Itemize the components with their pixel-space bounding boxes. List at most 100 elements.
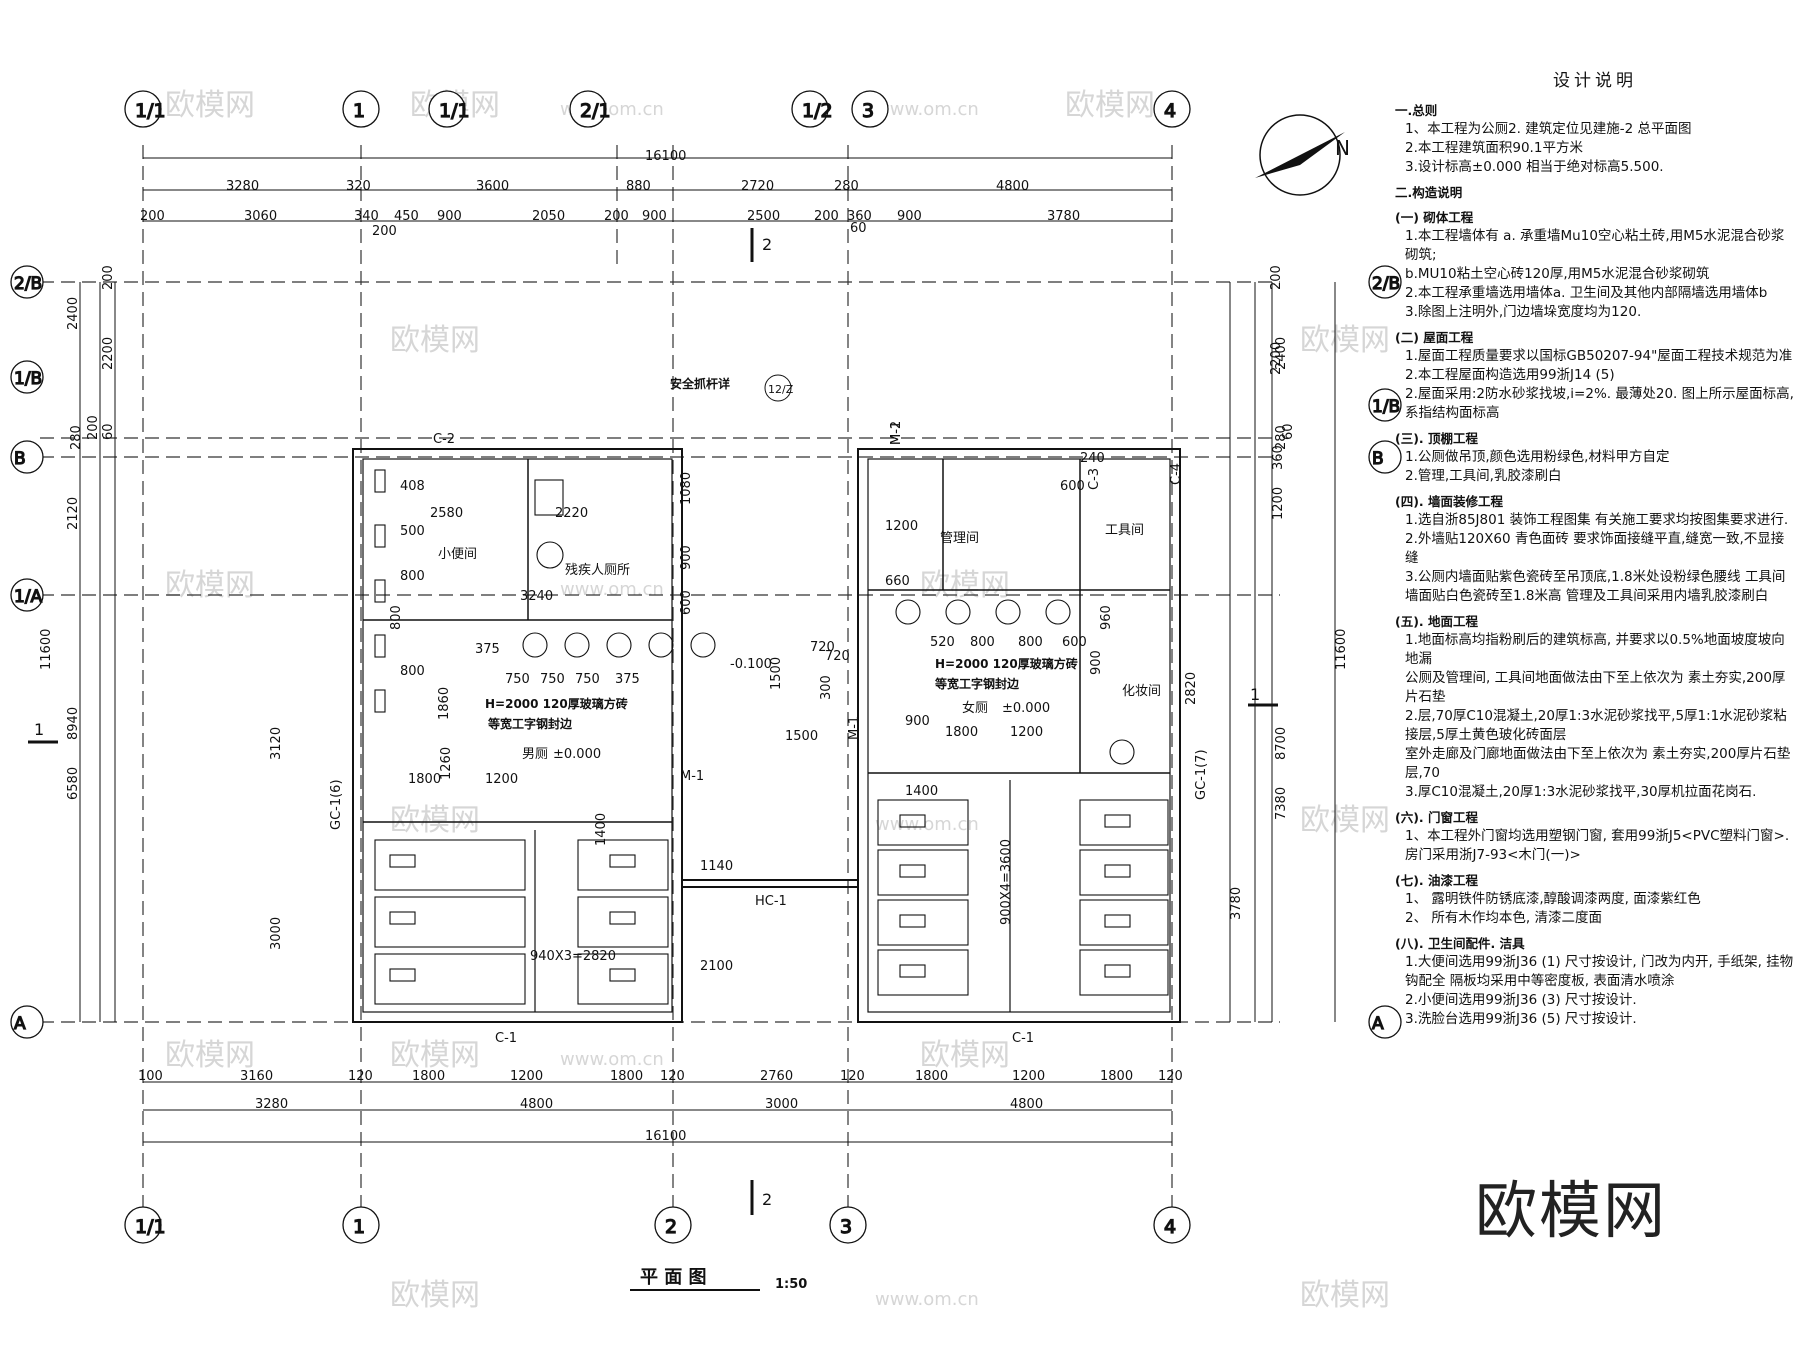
dim-bottom-row1: 1800 <box>1100 1069 1133 1084</box>
wash-basin <box>606 632 632 658</box>
axis-bubble-right: 2/B <box>1368 265 1402 299</box>
dim-top-row2: 360 <box>847 209 872 224</box>
dim-interior: 900X4=3600 <box>999 839 1014 925</box>
notes-item: 1.本工程墙体有 a. 承重墙Mu10空心粘土砖,用M5水泥混合砂浆砌筑; <box>1405 228 1785 263</box>
dim-interior: 3240 <box>520 589 553 604</box>
dim-top-row1: 280 <box>834 179 859 194</box>
dim-interior: 375 <box>615 672 640 687</box>
notes-section-heading: (五). 地面工程 <box>1395 614 1479 629</box>
dim-bottom-row1: 120 <box>840 1069 865 1084</box>
dim-left-mid: 2400 <box>66 297 81 330</box>
toilet-stall <box>374 953 526 1005</box>
accessible-basin <box>536 541 564 569</box>
axis-bubble-top: 1/1 <box>124 90 166 128</box>
dim-interior: 960 <box>1099 605 1114 630</box>
axis-bubble-left: 1/B <box>10 360 44 394</box>
room-label: 男厕 <box>522 747 548 762</box>
dim-interior: 900 <box>905 714 930 729</box>
axis-bubble-top: 1/2 <box>791 90 833 128</box>
dim-left-inner: 200 <box>101 265 116 290</box>
wash-basin <box>945 599 971 625</box>
dim-interior: 2220 <box>555 506 588 521</box>
door-window-label: C-2 <box>433 432 455 447</box>
notes-item: 1、本工程为公厕2. 建筑定位见建施-2 总平面图 <box>1405 121 1692 137</box>
accessible-toilet <box>534 479 564 516</box>
axis-bubble-label: 1/2 <box>802 100 833 122</box>
notes-section-heading: (六). 门窗工程 <box>1395 810 1479 825</box>
urinal <box>374 634 386 658</box>
watermark: 欧模网 <box>1300 323 1390 358</box>
door-window-label: M-1 <box>889 421 904 445</box>
dim-right-inner: 2200 <box>1269 342 1284 375</box>
squat-pan <box>389 854 416 868</box>
dim-right-outer: 11600 <box>1334 629 1349 670</box>
svg-text:1: 1 <box>34 720 44 739</box>
dim-interior: 800 <box>1018 635 1043 650</box>
notes-item: 2.外墙贴120X60 青色面砖 要求饰面接缝平直,缝宽一致,不显接缝 <box>1405 531 1785 566</box>
notes-section-heading: (二) 屋面工程 <box>1395 330 1474 345</box>
dim-left-inner: 280 <box>69 425 84 450</box>
detail-ref-label: 12/Z <box>768 383 794 396</box>
dim-interior: 720 <box>825 649 850 664</box>
dim-right-mid: 7380 <box>1274 787 1289 820</box>
door-window-label: GC-1(6) <box>329 779 344 830</box>
dim-right-mid: 8700 <box>1274 727 1289 760</box>
axis-bubble-right: 1/B <box>1368 388 1402 422</box>
squat-pan <box>899 964 926 978</box>
dim-bottom-row2: 4800 <box>520 1097 553 1112</box>
door-window-label: C-1 <box>495 1031 517 1046</box>
dim-bottom-row1: 120 <box>1158 1069 1183 1084</box>
squat-pan <box>609 911 636 925</box>
squat-pan <box>1104 964 1131 978</box>
notes-item: 1、本工程外门窗均选用塑钢门窗, 套用99浙J5<PVC塑料门窗>. 房门采用浙… <box>1405 828 1790 863</box>
section-marker-bottom: 2 <box>750 1180 772 1215</box>
notes-section-heading: (四). 墙面装修工程 <box>1395 494 1504 509</box>
watermark-url: www.om.cn <box>875 1289 979 1310</box>
notes-section-heading: (七). 油漆工程 <box>1395 873 1479 888</box>
room-labels: 小便间残疾人厕所男厕管理间工具间女厕化妆间±0.000±0.000安全抓杆详H=… <box>329 374 1209 1046</box>
axis-bubble-label: 3 <box>840 1216 852 1238</box>
watermark: 欧模网 <box>920 568 1010 603</box>
axis-bubble-left: A <box>10 1005 44 1039</box>
dim-top-row2: 3060 <box>244 209 277 224</box>
dim-interior: 408 <box>400 479 425 494</box>
toilet-stall <box>877 799 969 846</box>
notes-item: 3.厚C10混凝土,20厚1:3水泥砂浆找平,30厚机拉面花岗石. <box>1405 784 1757 800</box>
axis-bubble-top: 2/1 <box>569 90 611 128</box>
dim-interior: 300 <box>819 675 834 700</box>
notes-item: 1.公厕做吊顶,颜色选用粉绿色,材料甲方自定 <box>1405 449 1670 465</box>
axis-bubble-label: 1/1 <box>135 100 166 122</box>
dim-top-row2: 2050 <box>532 209 565 224</box>
door-window-label: M-1 <box>847 716 862 740</box>
dim-interior: 800 <box>400 569 425 584</box>
watermark-url: www.om.cn <box>875 814 979 835</box>
axis-bubble-label: 2/B <box>1372 274 1400 294</box>
axis-bubble-right: A <box>1368 1005 1402 1039</box>
plan-note: 等宽工字钢封边 <box>487 716 573 731</box>
axis-bubble-bottom: 2 <box>654 1206 692 1244</box>
dim-interior: 1200 <box>1010 725 1043 740</box>
notes-item: 室外走廊及门廊地面做法由下至上依次为 素土夯实,200厚片石垫层,70 <box>1405 746 1791 781</box>
axis-bubble-label: B <box>1372 449 1384 469</box>
notes-section-heading: 二.构造说明 <box>1395 185 1463 200</box>
plan-title: 平 面 图 <box>640 1267 707 1288</box>
dim-right-inner: 200 <box>1269 265 1284 290</box>
dim-interior: 2580 <box>430 506 463 521</box>
north-arrow: N <box>1255 114 1350 196</box>
dim-left-inner: 2120 <box>66 497 81 530</box>
dim-interior: 3780 <box>1229 887 1244 920</box>
notes-item: 3.除图上注明外,门边墙垛宽度均为120. <box>1405 304 1642 320</box>
notes-item: 公厕及管理间, 工具间地面做法由下至上依次为 素土夯实,200厚片石垫 <box>1405 670 1786 705</box>
watermark-url: www.om.cn <box>560 579 664 600</box>
watermark: 欧模网 <box>165 1038 255 1073</box>
urinal <box>374 469 386 493</box>
dim-interior: 800 <box>970 635 995 650</box>
dim-top-row1: 880 <box>626 179 651 194</box>
notes-item: 1.地面标高均指粉刷后的建筑标高, 并要求以0.5%地面坡度坡向地漏 <box>1405 632 1785 667</box>
wash-basin <box>690 632 716 658</box>
dim-interior: 1080 <box>679 472 694 505</box>
watermarks: 欧模网欧模网欧模网欧模网欧模网欧模网欧模网欧模网欧模网欧模网欧模网欧模网欧模网欧… <box>165 88 1390 1313</box>
dim-top-row2: 900 <box>897 209 922 224</box>
axis-bubble-label: 1/A <box>14 587 43 607</box>
